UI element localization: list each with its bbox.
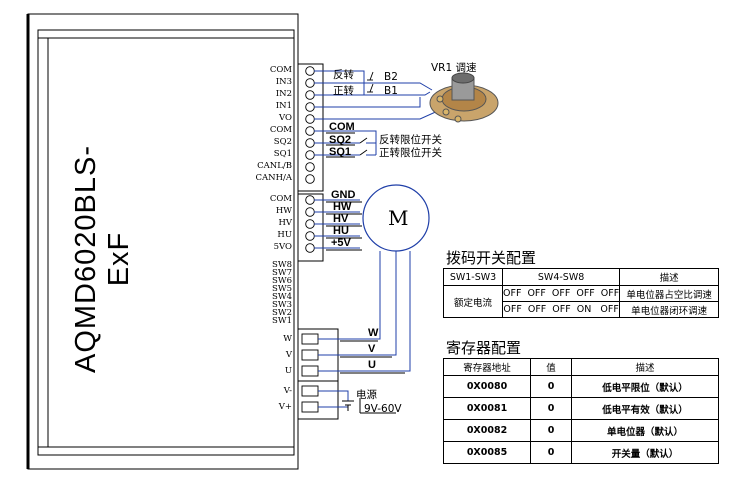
addr-cell: 0X0081 — [443, 397, 531, 420]
b1-label: B1 — [384, 85, 398, 97]
desc-cell: 开关量（默认） — [571, 441, 719, 464]
pin-label: IN1 — [275, 101, 292, 111]
driver-flange-top — [37, 29, 295, 39]
pin-label: COM — [269, 125, 292, 135]
terminal-block-hall — [297, 193, 324, 262]
table-row: 0X0082 0 单电位器（默认） — [443, 419, 719, 442]
pin-label: HW — [275, 206, 292, 216]
pin-label: SW6 — [272, 276, 292, 286]
pin-label: IN2 — [275, 89, 292, 99]
state-cell: OFF OFF OFF OFF OFF — [501, 285, 621, 302]
power-label: 电源 — [356, 389, 377, 401]
table-row: 0X0085 0 开关量（默认） — [443, 441, 719, 464]
power-wires — [318, 390, 349, 408]
pin-label: SW4 — [272, 292, 292, 302]
limit-com-label: COM — [329, 121, 355, 133]
power-range: 9V-60V — [364, 403, 402, 415]
header-cell: 寄存器地址 — [443, 358, 531, 376]
hv-label: HV — [333, 213, 349, 225]
phase-wires — [318, 251, 411, 372]
header-cell: 描述 — [619, 268, 719, 286]
vr1-label: VR1 调速 — [431, 62, 477, 74]
state-cell: OFF OFF OFF ON OFF — [501, 301, 621, 318]
pin-label: SW1 — [272, 316, 292, 326]
value-cell: 0 — [530, 397, 572, 420]
pin-label: VO — [279, 113, 292, 123]
header-cell: SW4-SW8 — [501, 268, 621, 286]
terminal-circles — [305, 66, 315, 253]
table-row: 0X0080 0 低电平限位（默认） — [443, 375, 719, 398]
desc-cell: 低电平有效（默认） — [571, 397, 719, 420]
value-cell: 0 — [530, 375, 572, 398]
header-cell: 描述 — [571, 358, 719, 376]
5v-label: +5V — [331, 237, 351, 249]
pin-label: SQ2 — [273, 137, 292, 147]
pin-label: 5VO — [273, 242, 292, 252]
pin-label: HU — [277, 230, 292, 240]
desc-cell: 低电平限位（默认） — [571, 375, 719, 398]
pin-label: SW5 — [272, 284, 292, 294]
driver-model: AQMD6020BLS-ExF — [70, 145, 135, 373]
pin-label: IN3 — [275, 77, 292, 87]
pin-label: V+ — [278, 402, 292, 412]
addr-cell: 0X0080 — [443, 375, 531, 398]
desc-cell: 单电位器闭环调速 — [619, 301, 719, 318]
hw-label: HW — [333, 201, 352, 213]
sq1-desc: 正转限位开关 — [379, 147, 442, 159]
pin-label: SW2 — [272, 308, 292, 318]
desc-cell: 单电位器占空比调速 — [619, 285, 719, 302]
header-cell: 值 — [530, 358, 572, 376]
pin-label: COM — [269, 194, 292, 204]
control-wires — [314, 70, 441, 120]
value-cell: 0 — [530, 419, 572, 442]
table-row: 0X0081 0 低电平有效（默认） — [443, 397, 719, 420]
pin-label: W — [283, 334, 292, 344]
pin-label: CANH/A — [255, 173, 293, 183]
phase-v-label: V — [368, 343, 376, 355]
phase-w-label: W — [368, 327, 379, 339]
gnd-label: GND — [331, 189, 356, 201]
pin-label: SW7 — [272, 268, 292, 278]
pin-label: V — [285, 350, 292, 360]
potentiometer-vr1 — [429, 72, 499, 123]
sq2-desc: 反转限位开关 — [379, 134, 442, 146]
limit-wires — [314, 130, 377, 156]
battery-symbol — [342, 398, 396, 414]
register-config-title: 寄存器配置 — [446, 339, 522, 357]
addr-cell: 0X0085 — [443, 441, 531, 464]
hall-wires — [314, 199, 360, 249]
register-config-table: 寄存器地址 值 描述 0X0080 0 低电平限位（默认） 0X0081 0 低… — [443, 358, 719, 464]
header-cell: SW1-SW3 — [443, 268, 503, 286]
sq2-label: SQ2 — [329, 134, 352, 146]
desc-cell: 单电位器（默认） — [571, 419, 719, 442]
forward-label: 正转 — [333, 85, 354, 97]
motor-label: M — [388, 206, 409, 230]
pin-label: HV — [278, 218, 292, 228]
b2-label: B2 — [384, 71, 398, 83]
phase-u-label: U — [368, 359, 376, 371]
pin-label: SQ1 — [273, 149, 292, 159]
driver-flange-bottom — [37, 446, 295, 456]
pin-label: COM — [269, 65, 292, 75]
value-cell: 0 — [530, 441, 572, 464]
sq1-label: SQ1 — [329, 146, 352, 158]
switch-config-table: SW1-SW3 SW4-SW8 描述 额定电流 OFF OFF OFF OFF … — [443, 268, 719, 318]
reverse-label: 反转 — [333, 69, 354, 81]
hu-label: HU — [333, 225, 349, 237]
terminal-block-power — [297, 380, 339, 420]
screw-terminals — [301, 333, 319, 413]
switch-config-title: 拨码开关配置 — [446, 249, 537, 267]
pin-label: V- — [283, 386, 292, 396]
pin-label: SW3 — [272, 300, 292, 310]
group-cell: 额定电流 — [443, 285, 503, 318]
pin-label: CANL/B — [257, 161, 292, 171]
pin-label: SW8 — [272, 260, 292, 270]
addr-cell: 0X0082 — [443, 419, 531, 442]
pin-label: U — [284, 366, 292, 376]
